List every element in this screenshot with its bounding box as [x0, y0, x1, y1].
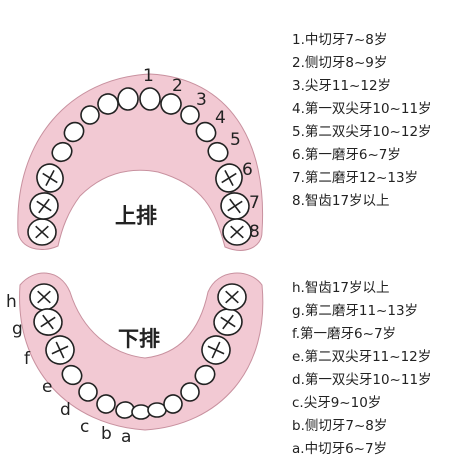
upper-number-6: 6	[242, 160, 253, 180]
lower-letter-c: c	[80, 417, 90, 437]
upper-tooth	[160, 93, 182, 115]
lower-legend-item: e.第二双尖牙11~12岁	[292, 349, 432, 365]
lower-legend-item: g.第二磨牙11~13岁	[292, 303, 419, 319]
upper-legend-item: 6.第一磨牙6~7岁	[292, 147, 401, 163]
lower-teeth	[29, 283, 247, 420]
upper-legend-item: 7.第二磨牙12~13岁	[292, 170, 419, 186]
lower-letter-g: g	[12, 319, 23, 339]
upper-number-5: 5	[230, 130, 241, 150]
upper-legend-item: 1.中切牙7~8岁	[292, 32, 388, 48]
upper-tooth	[207, 141, 229, 163]
lower-letter-e: e	[42, 377, 53, 397]
lower-legend-item: c.尖牙9~10岁	[292, 395, 382, 411]
upper-legend-item: 3.尖牙11~12岁	[292, 78, 392, 94]
upper-number-1: 1	[143, 66, 154, 86]
lower-letter-h: h	[6, 292, 17, 312]
upper-gum	[17, 73, 264, 251]
lower-tooth	[96, 394, 116, 414]
lower-legend-item: d.第一双尖牙10~11岁	[292, 372, 432, 388]
upper-number-8: 8	[249, 222, 260, 242]
upper-legend-item: 2.侧切牙8~9岁	[292, 55, 388, 71]
upper-tooth	[36, 163, 64, 193]
lower-tooth	[45, 335, 75, 365]
lower-tooth	[78, 382, 98, 402]
upper-tooth	[195, 121, 217, 143]
lower-legend-item: f.第一磨牙6~7岁	[292, 326, 397, 342]
upper-teeth	[27, 87, 252, 246]
upper-tooth	[180, 105, 200, 125]
upper-tooth	[80, 105, 100, 125]
lower-legend-item: a.中切牙6~7岁	[292, 441, 388, 457]
lower-legend: h.智齿17岁以上 g.第二磨牙11~13岁 f.第一磨牙6~7岁 e.第二双尖…	[292, 277, 432, 461]
lower-tooth	[131, 404, 151, 420]
upper-legend: 1.中切牙7~8岁 2.侧切牙8~9岁 3.尖牙11~12岁 4.第一双尖牙10…	[292, 29, 432, 213]
upper-tooth	[117, 87, 139, 111]
upper-tooth	[63, 121, 85, 143]
lower-tooth	[180, 382, 200, 402]
upper-legend-item: 5.第二双尖牙10~12岁	[292, 124, 432, 140]
upper-legend-item: 4.第一双尖牙10~11岁	[292, 101, 432, 117]
lower-legend-item: h.智齿17岁以上	[292, 280, 390, 296]
upper-tooth	[97, 93, 119, 115]
upper-tooth	[29, 192, 59, 220]
lower-arch-label: 下排	[118, 327, 160, 351]
upper-arch-label: 上排	[115, 204, 157, 228]
upper-number-3: 3	[196, 90, 207, 110]
upper-tooth	[139, 87, 161, 111]
lower-legend-item: b.侧切牙7~8岁	[292, 418, 388, 434]
lower-letter-b: b	[101, 424, 112, 444]
lower-letter-f: f	[24, 349, 30, 369]
upper-number-7: 7	[249, 193, 260, 213]
lower-tooth	[163, 394, 183, 414]
lower-letter-a: a	[121, 427, 132, 447]
upper-tooth	[27, 218, 57, 246]
lower-tooth	[194, 364, 216, 386]
upper-number-2: 2	[172, 76, 183, 96]
upper-tooth	[51, 141, 73, 163]
lower-letter-d: d	[60, 400, 71, 420]
upper-tooth	[222, 218, 252, 246]
upper-legend-item: 8.智齿17岁以上	[292, 193, 390, 209]
upper-tooth	[215, 163, 243, 193]
lower-tooth	[201, 335, 231, 365]
lower-tooth	[29, 283, 59, 311]
lower-tooth	[33, 308, 63, 336]
upper-number-4: 4	[215, 108, 226, 128]
lower-tooth	[61, 364, 83, 386]
lower-tooth	[217, 283, 247, 311]
